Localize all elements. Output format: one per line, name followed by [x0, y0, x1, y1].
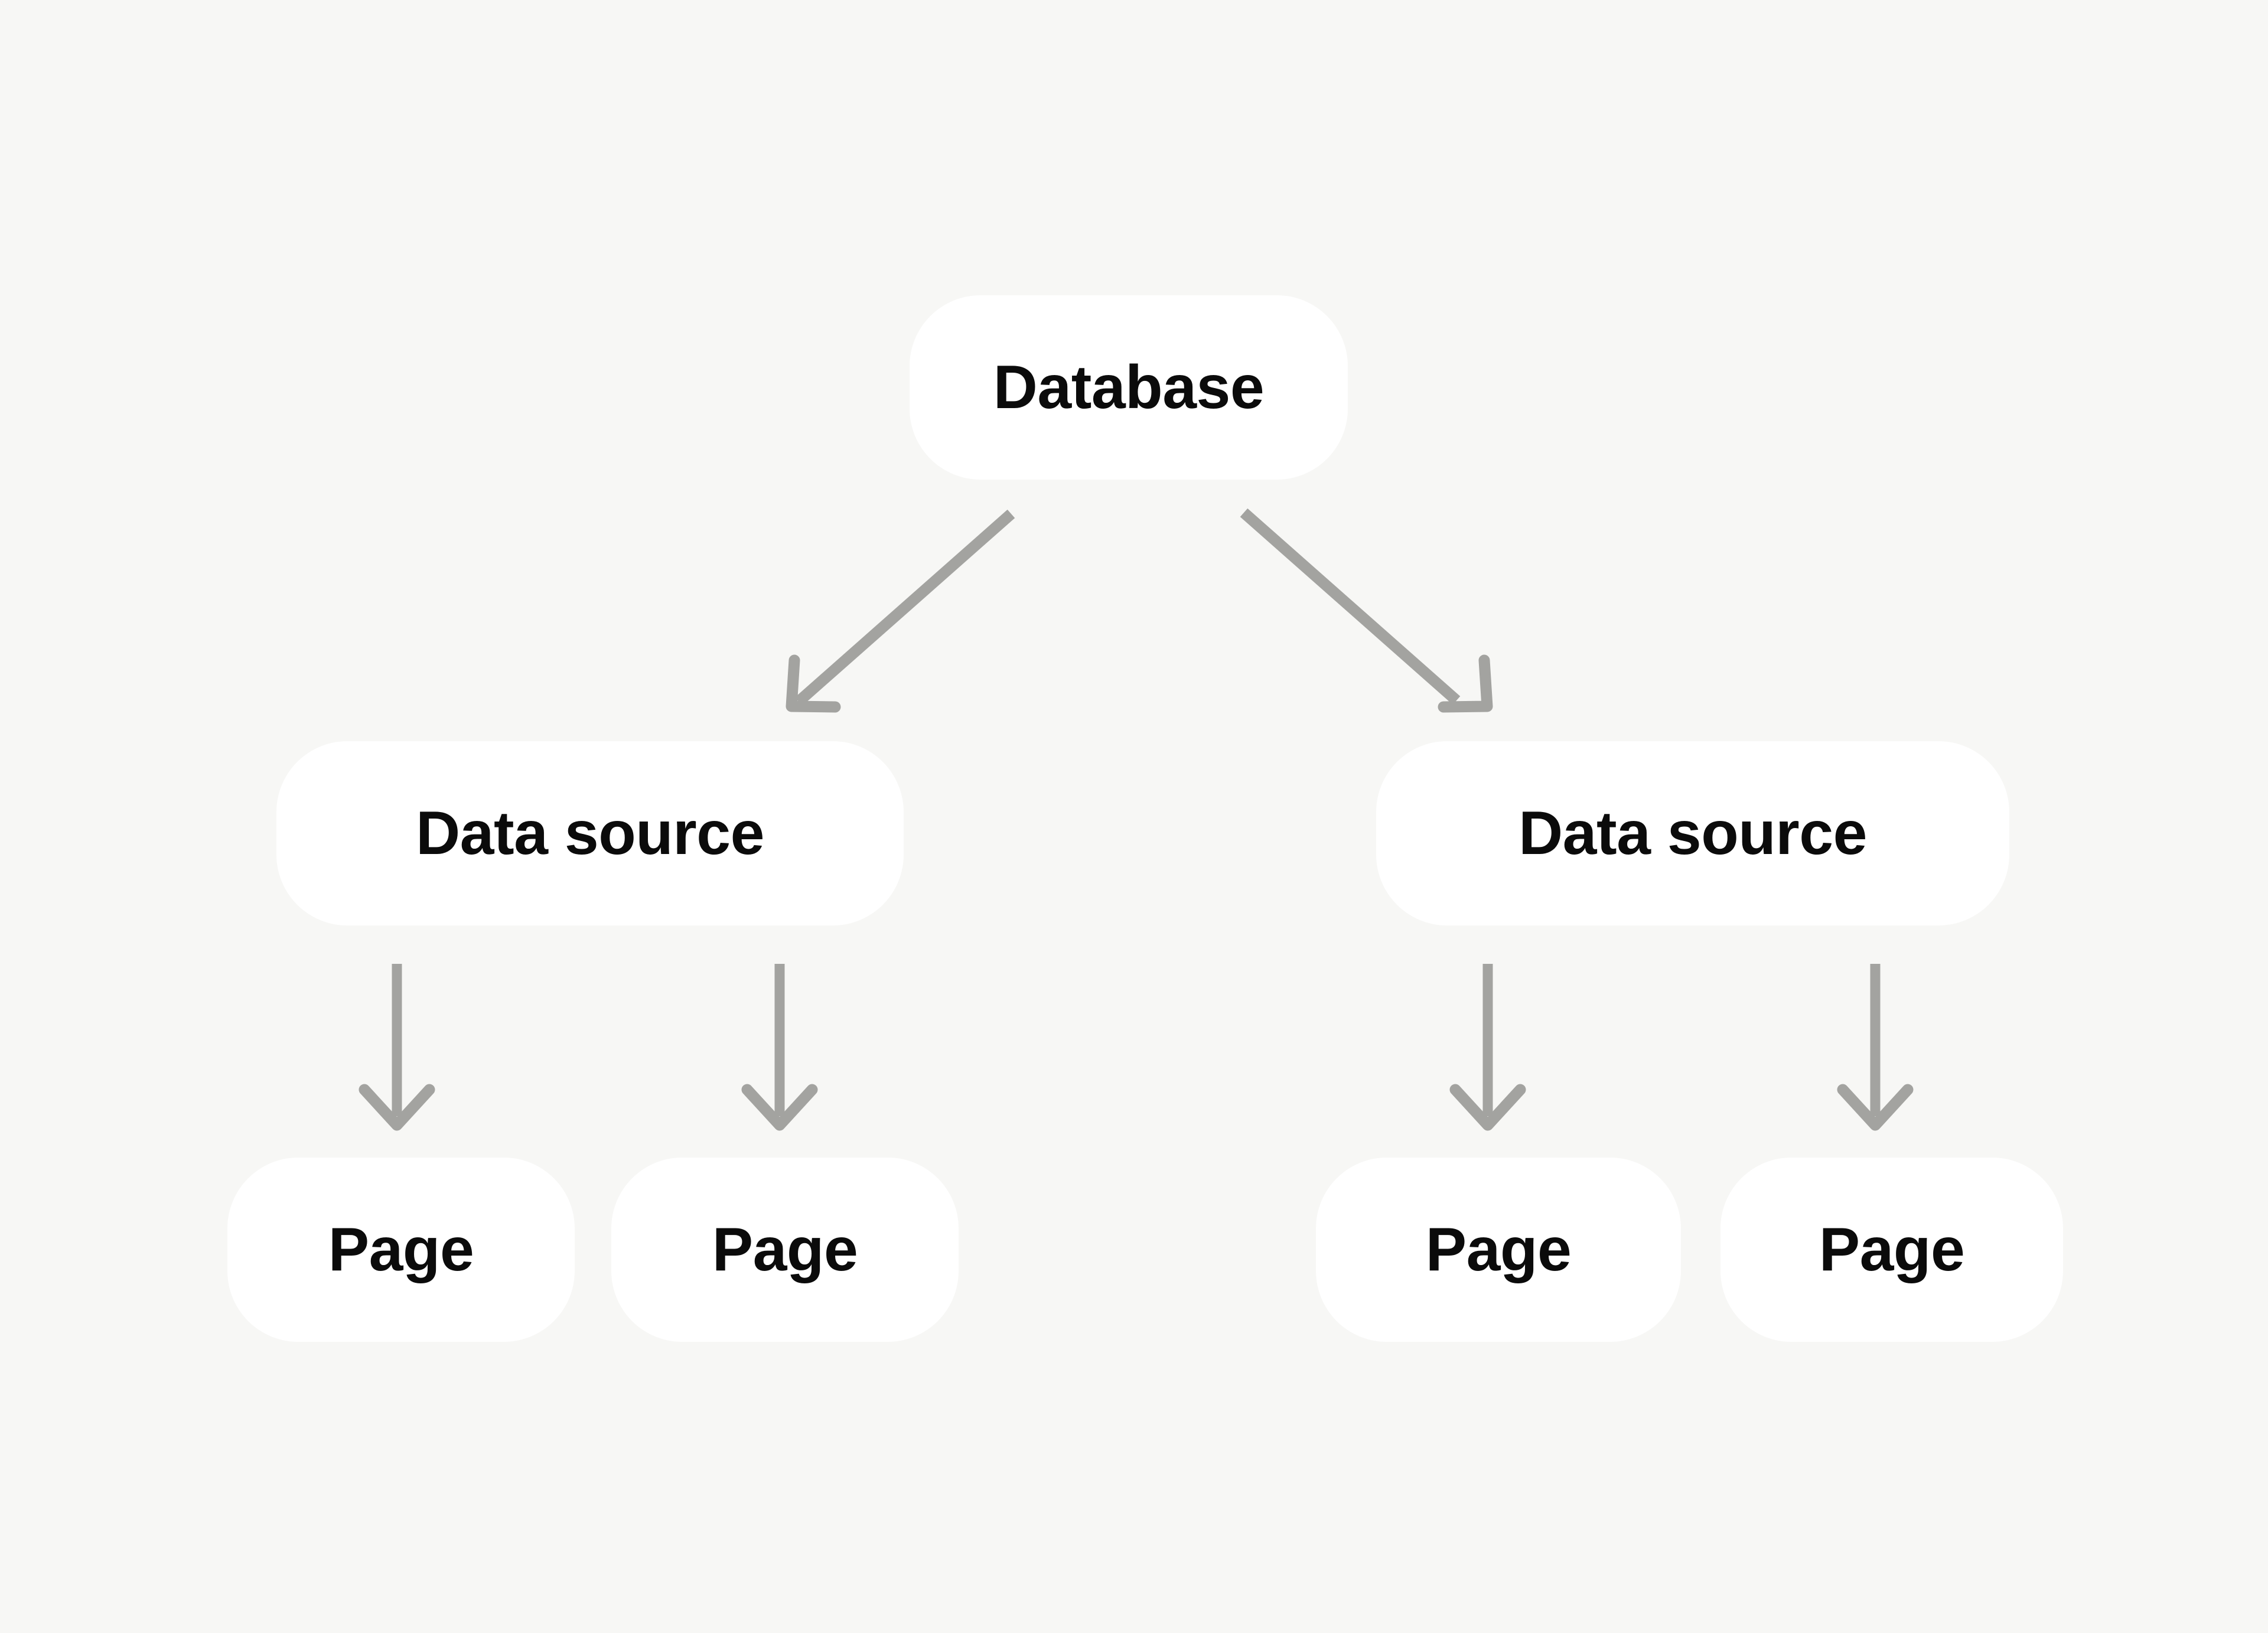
node-data-source-right[interactable]: Data source [1376, 741, 2009, 925]
node-page-2-label: Page [712, 1215, 858, 1284]
edge-database-to-data-source-left [786, 509, 1015, 713]
node-page-4[interactable]: Page [1720, 1158, 2063, 1342]
node-data-source-left-label: Data source [416, 799, 764, 868]
edge-data-source-right-to-page-4 [1837, 964, 1914, 1131]
node-data-source-right-label: Data source [1518, 799, 1867, 868]
edge-data-source-left-to-page-1 [359, 964, 435, 1131]
node-page-2[interactable]: Page [611, 1158, 959, 1342]
node-page-1-label: Page [328, 1215, 474, 1284]
node-database-label: Database [993, 353, 1265, 422]
edge-database-to-data-source-right [1240, 508, 1493, 713]
node-page-4-label: Page [1819, 1215, 1965, 1284]
node-database[interactable]: Database [910, 295, 1348, 480]
node-page-3-label: Page [1425, 1215, 1572, 1284]
node-data-source-left[interactable]: Data source [276, 741, 904, 925]
edge-data-source-right-to-page-3 [1449, 964, 1526, 1131]
node-page-3[interactable]: Page [1316, 1158, 1681, 1342]
edge-data-source-left-to-page-2 [741, 964, 818, 1131]
node-page-1[interactable]: Page [227, 1158, 575, 1342]
